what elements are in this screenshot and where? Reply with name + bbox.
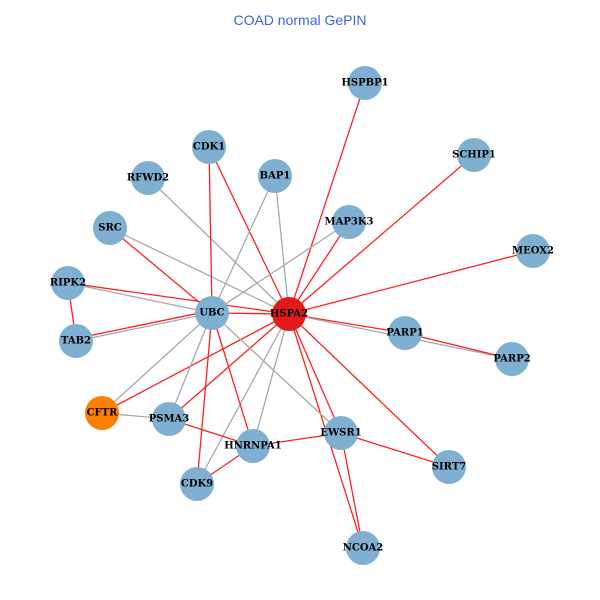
node-circle[interactable] (332, 205, 366, 239)
edge-hspa2-hspbp1 (288, 82, 366, 315)
edge-hspa2-rfwd2 (147, 177, 290, 315)
node-label: SIRT7 (432, 462, 466, 473)
node-circle[interactable] (495, 342, 529, 376)
node-ubc[interactable]: UBC (195, 296, 229, 330)
node-ewsr1[interactable]: EWSR1 (320, 416, 362, 450)
node-label: CDK9 (181, 479, 213, 490)
edge-hspa2-schip1 (288, 154, 475, 315)
edge-hspa2-src (109, 227, 290, 315)
node-label: HSPBP1 (341, 78, 388, 89)
chart-title: COAD normal GePIN (233, 12, 367, 28)
edge-ubc-bap1 (211, 175, 276, 314)
node-label: SCHIP1 (452, 150, 496, 161)
node-cftr[interactable]: CFTR (85, 396, 119, 430)
node-circle[interactable] (324, 416, 358, 450)
node-hnrnpa1[interactable]: HNRNPA1 (224, 429, 282, 463)
edge-hspa2-ewsr1 (288, 313, 342, 434)
edge-hspa2-parp1 (288, 313, 406, 334)
edge-hspa2-map3k3 (288, 221, 350, 315)
edge-hspa2-cdk9 (196, 313, 290, 485)
node-label: HNRNPA1 (224, 441, 282, 452)
node-label: CFTR (87, 408, 119, 419)
node-circle[interactable] (192, 130, 226, 164)
node-ripk2[interactable]: RIPK2 (50, 266, 86, 300)
node-label: UBC (199, 308, 224, 319)
node-label: MAP3K3 (325, 217, 374, 228)
edge-hspa2-cdk1 (208, 146, 290, 315)
node-label: TAB2 (61, 336, 91, 347)
node-label: PSMA3 (149, 414, 190, 425)
node-label: RFWD2 (127, 173, 169, 184)
node-ncoa2[interactable]: NCOA2 (343, 531, 384, 565)
node-circle[interactable] (388, 316, 422, 350)
node-circle[interactable] (85, 396, 119, 430)
node-circle[interactable] (131, 161, 165, 195)
node-hspbp1[interactable]: HSPBP1 (341, 66, 389, 100)
node-circle[interactable] (180, 467, 214, 501)
node-bap1[interactable]: BAP1 (258, 159, 292, 193)
node-circle[interactable] (93, 211, 127, 245)
edge-ubc-hnrnpa1 (211, 312, 254, 447)
node-label: MEOX2 (512, 246, 554, 257)
node-label: EWSR1 (320, 428, 361, 439)
node-circle[interactable] (346, 531, 380, 565)
node-label: HSPA2 (270, 309, 308, 320)
node-tab2[interactable]: TAB2 (59, 324, 93, 358)
edge-ubc-tab2 (75, 309, 212, 340)
edge-ubc-src (109, 227, 213, 314)
node-circle[interactable] (59, 324, 93, 358)
edge-hspa2-hnrnpa1 (252, 313, 290, 447)
node-psma3[interactable]: PSMA3 (149, 402, 190, 436)
node-hspa2[interactable]: HSPA2 (270, 297, 308, 331)
node-label: PARP2 (493, 354, 530, 365)
node-label: CDK1 (193, 142, 225, 153)
edge-hspa2-bap1 (274, 175, 290, 315)
edge-hspa2-sirt7 (288, 313, 450, 468)
edge-ubc-ripk2 (67, 282, 213, 314)
node-parp2[interactable]: PARP2 (493, 342, 531, 376)
edge-hspa2-ripk2 (67, 282, 290, 315)
node-src[interactable]: SRC (93, 211, 127, 245)
node-label: BAP1 (260, 171, 291, 182)
node-circle[interactable] (432, 450, 466, 484)
node-rfwd2[interactable]: RFWD2 (127, 161, 169, 195)
node-cdk1[interactable]: CDK1 (192, 130, 226, 164)
edge-ubc-map3k3 (211, 221, 350, 314)
edge-ubc-tab2 (75, 312, 213, 342)
node-circle[interactable] (152, 402, 186, 436)
node-circle[interactable] (516, 234, 550, 268)
edge-ubc-cdk9 (196, 312, 213, 485)
node-label: SRC (98, 223, 122, 234)
node-circle[interactable] (195, 296, 229, 330)
node-label: PARP1 (386, 328, 423, 339)
node-cdk9[interactable]: CDK9 (180, 467, 214, 501)
node-circle[interactable] (51, 266, 85, 300)
node-map3k3[interactable]: MAP3K3 (325, 205, 374, 239)
node-circle[interactable] (457, 138, 491, 172)
node-circle[interactable] (272, 297, 306, 331)
node-sirt7[interactable]: SIRT7 (432, 450, 466, 484)
edge-ewsr1-ncoa2 (340, 432, 364, 549)
edge-ubc-psma3 (168, 312, 213, 420)
node-circle[interactable] (348, 66, 382, 100)
node-label: NCOA2 (343, 543, 384, 554)
edge-hspa2-cftr (101, 313, 290, 414)
node-circle[interactable] (258, 159, 292, 193)
edge-ubc-ewsr1 (211, 312, 342, 434)
node-label: RIPK2 (50, 278, 86, 289)
node-meox2[interactable]: MEOX2 (512, 234, 554, 268)
node-schip1[interactable]: SCHIP1 (452, 138, 496, 172)
node-parp1[interactable]: PARP1 (386, 316, 424, 350)
edge-ubc-cftr (101, 312, 213, 414)
edge-hspa2-meox2 (288, 250, 534, 315)
edge-ubc-cdk1 (208, 146, 213, 314)
edge-parp1-parp2 (404, 332, 513, 360)
edge-ewsr1-sirt7 (340, 432, 450, 468)
node-circle[interactable] (236, 429, 270, 463)
